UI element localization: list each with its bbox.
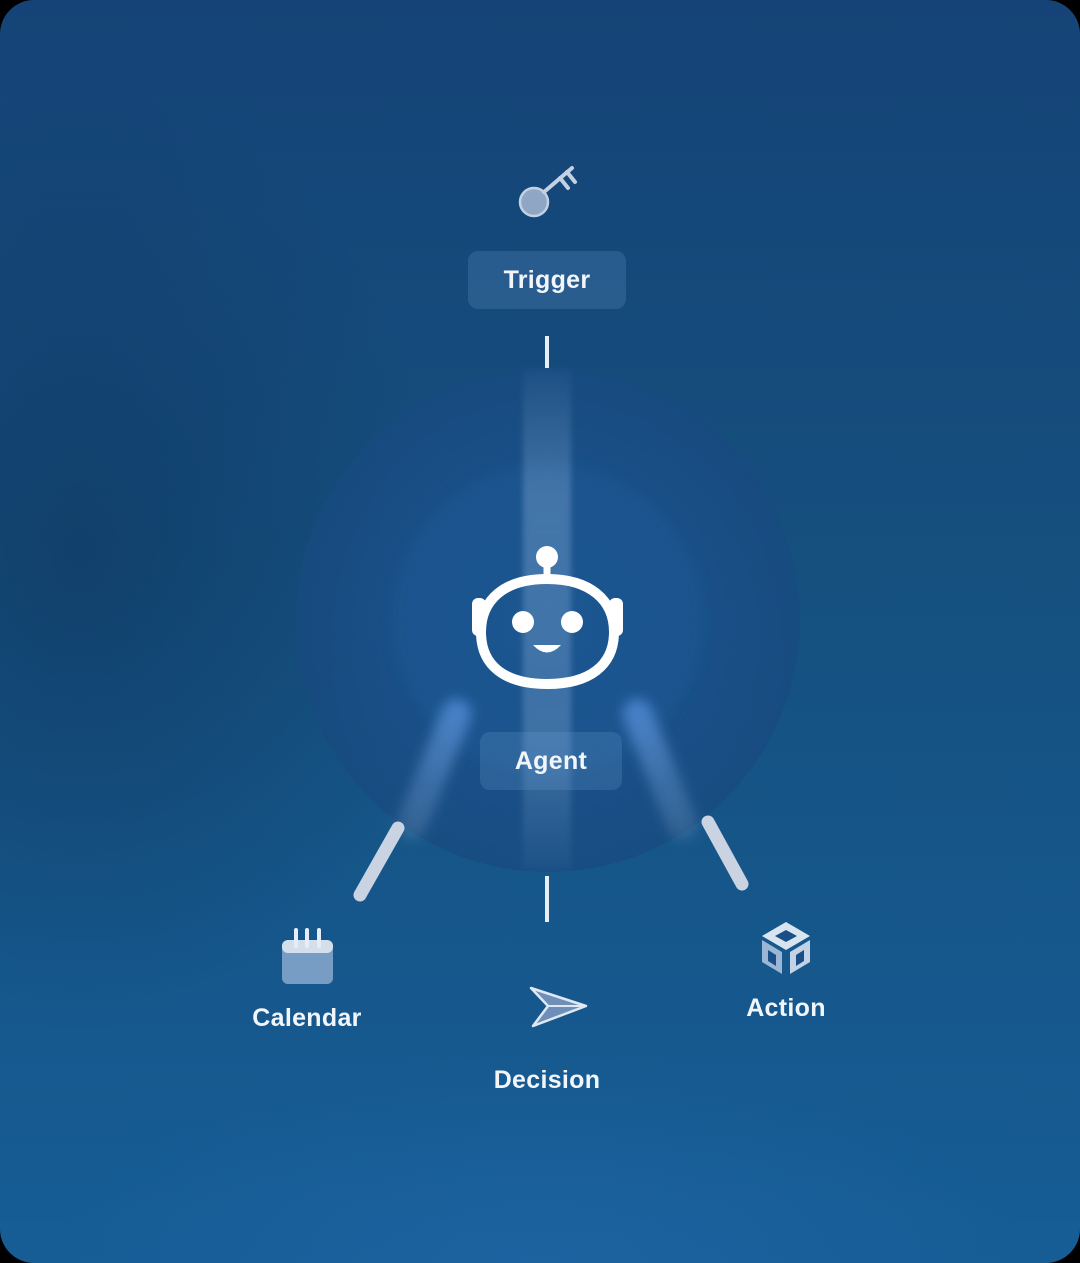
trigger-node: Trigger <box>468 251 626 309</box>
cube-icon <box>762 922 810 974</box>
key-icon <box>518 166 577 218</box>
calendar-label: Calendar <box>252 1004 362 1032</box>
calendar-icon <box>282 928 333 984</box>
action-label: Action <box>746 994 826 1022</box>
agent-node: Agent <box>480 732 622 790</box>
robot-icon <box>472 546 623 690</box>
decision-label: Decision <box>493 1066 601 1094</box>
calendar-connector <box>353 821 405 902</box>
paper-plane-icon <box>529 986 588 1028</box>
agent-label: Agent <box>514 746 588 775</box>
right-beam <box>622 698 698 841</box>
trigger-label: Trigger <box>503 265 591 294</box>
left-beam <box>396 698 472 841</box>
action-connector <box>701 815 749 891</box>
